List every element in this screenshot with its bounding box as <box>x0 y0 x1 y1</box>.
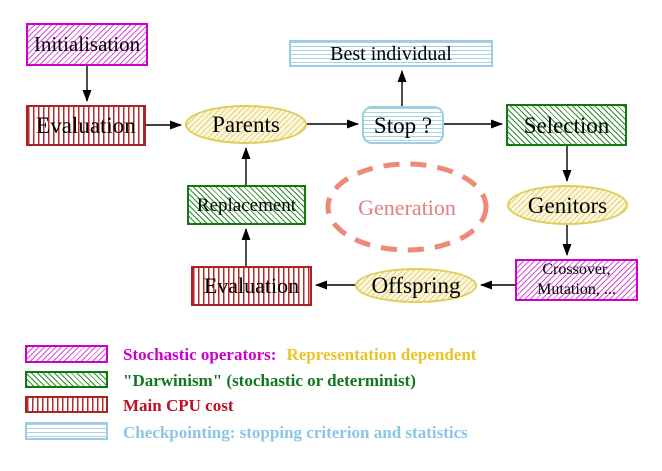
node-parents: Parents <box>185 105 307 144</box>
node-evaluation-top: Evaluation <box>26 105 146 146</box>
legend-label-checkpointing: Checkpointing: stopping criterion and st… <box>123 423 468 442</box>
node-replacement: Replacement <box>187 185 306 225</box>
node-genitors: Genitors <box>507 185 628 225</box>
legend-swatch-darwinism <box>25 371 108 388</box>
generation-label: Generation <box>358 195 456 220</box>
legend-label-main-cpu-cost: Main CPU cost <box>123 396 234 415</box>
legend-text-representation: Representation dependent <box>286 345 477 364</box>
node-evaluation-bottom: Evaluation <box>191 266 312 306</box>
node-stop: Stop ? <box>362 106 444 144</box>
legend-label-stochastic-operators: Stochastic operators: Representation depe… <box>123 346 476 364</box>
legend-swatch-checkpointing <box>25 422 108 440</box>
crossover-line: Crossover, <box>542 261 611 278</box>
legend-label-darwinism: "Darwinism" (stochastic or determinist) <box>123 371 416 390</box>
node-best-individual: Best individual <box>289 40 493 67</box>
mutation-line: Mutation, ... <box>537 281 616 298</box>
legend-swatch-main-cpu-cost <box>25 396 108 413</box>
legend-swatch-stochastic-operators <box>25 345 108 363</box>
node-offspring: Offspring <box>355 268 477 303</box>
generation-loop-ellipse <box>325 161 489 253</box>
node-crossover-mutation: Crossover, Mutation, ... <box>515 259 638 301</box>
node-initialisation: Initialisation <box>26 23 148 66</box>
node-selection: Selection <box>506 104 627 146</box>
legend-text-stochastic: Stochastic operators: <box>123 345 277 364</box>
